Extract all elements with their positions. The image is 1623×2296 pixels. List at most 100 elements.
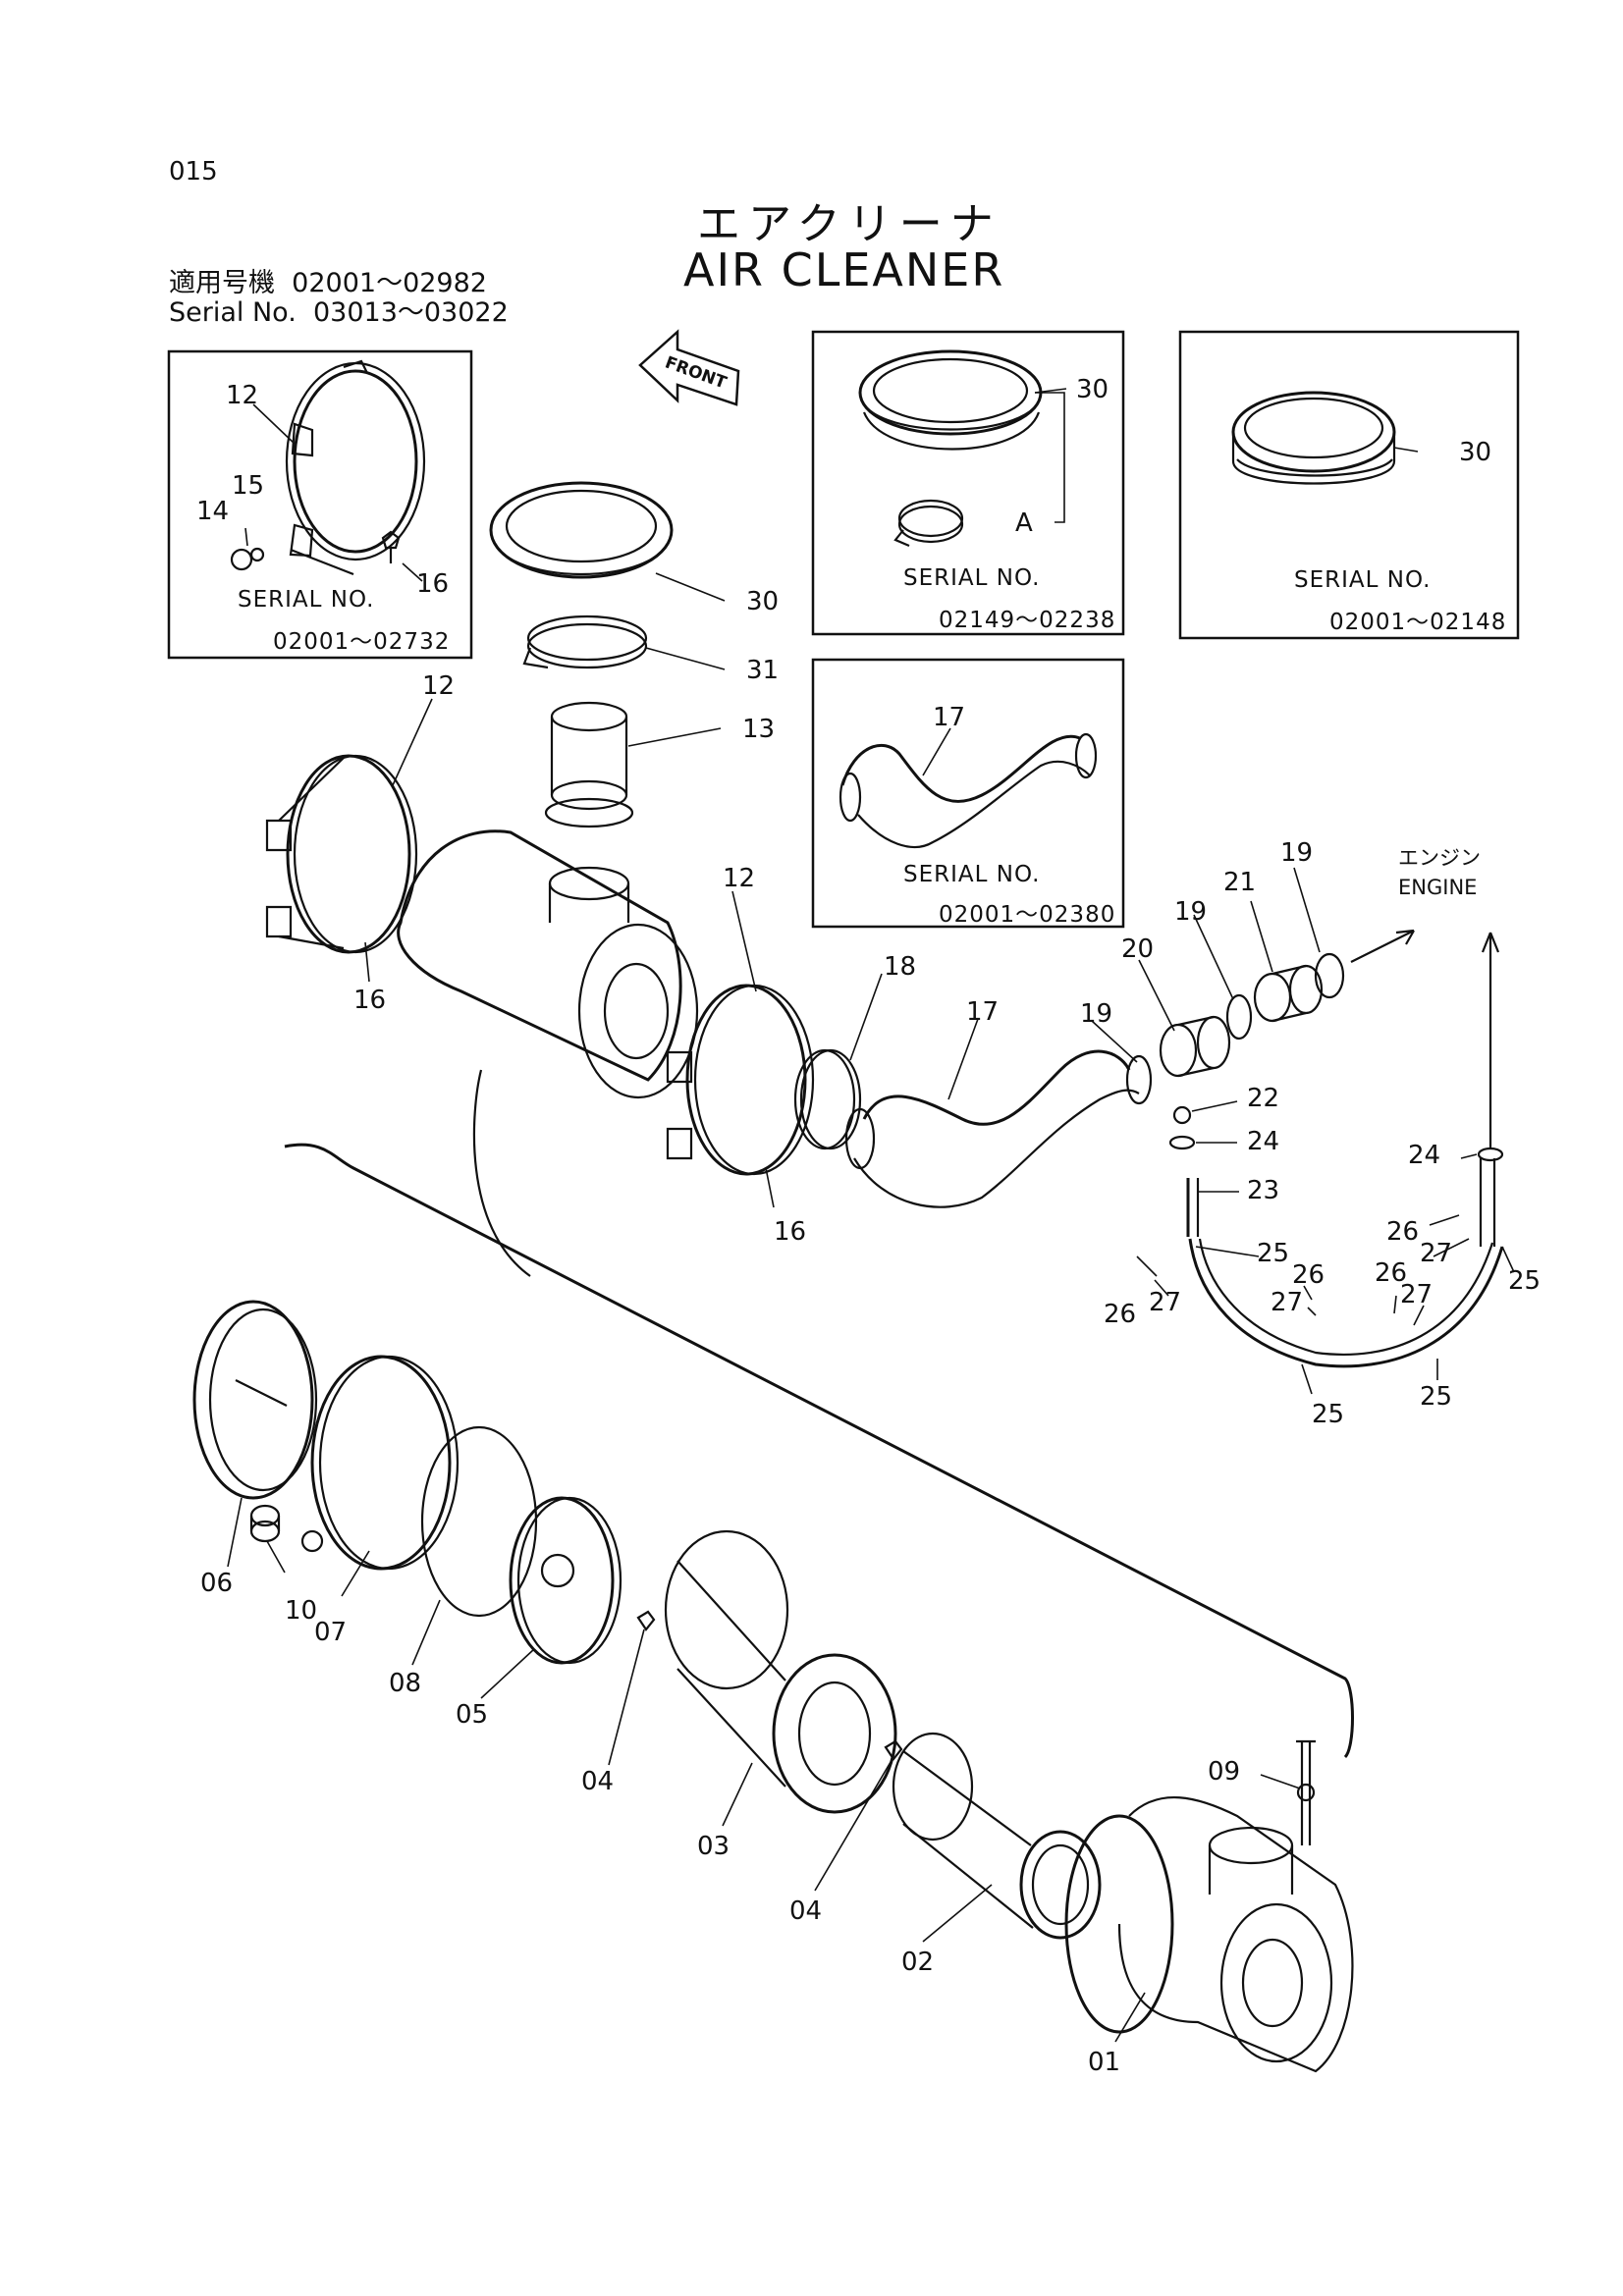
inset-box-3-serial-label: SERIAL NO.: [1294, 567, 1432, 593]
applicable-label-en: Serial No.: [169, 297, 297, 328]
part-label: 04: [789, 1896, 823, 1926]
part-label: 24: [1247, 1127, 1280, 1156]
hose-clamp-31: [524, 616, 646, 667]
mounting-band-12-left: [267, 756, 416, 952]
adapter-20: [1161, 1017, 1229, 1076]
part-label: 21: [1223, 868, 1257, 897]
engine-label-japanese: エンジン: [1398, 846, 1481, 870]
part-label: 19: [1174, 897, 1208, 927]
inset-box-2-serial-label: SERIAL NO.: [903, 565, 1041, 591]
intake-tube-13: [546, 703, 632, 827]
wing-nut-04-b: [886, 1741, 901, 1759]
part-label: 12: [422, 671, 456, 701]
part-label: 19: [1080, 999, 1113, 1029]
applicable-serial-line-1: 適用号機 02001～02982: [169, 261, 487, 299]
part-label: 30: [746, 587, 780, 616]
clamp-band-inset-icon: [287, 361, 424, 574]
housing-outline: [285, 1070, 1353, 1757]
part-label: 01: [1088, 2048, 1121, 2077]
clamp-19-a: [1127, 1056, 1151, 1103]
inset-box-3-serial-range: 02001～02148: [1329, 610, 1507, 635]
clamp-19-b: [1227, 995, 1251, 1039]
part-label: 27: [1149, 1288, 1182, 1317]
inset-box-1-frame: [169, 351, 471, 658]
cover-cap-icon: [1233, 393, 1394, 484]
inset-box-4-frame: [813, 660, 1123, 927]
part-label: 17: [933, 703, 966, 732]
part-label: 25: [1312, 1400, 1345, 1429]
part-label: 26: [1292, 1260, 1325, 1290]
inset-box-1-serial-range: 02001～02732: [273, 629, 451, 655]
baffle-05: [511, 1498, 621, 1663]
mounting-band-12-middle: [668, 986, 813, 1174]
element-inner-02: [893, 1734, 1100, 1938]
cover-cap-icon: [860, 351, 1041, 450]
part-label: 02: [901, 1948, 935, 1977]
inset-box-2-serial-range: 02149～02238: [939, 608, 1116, 633]
part-label: 03: [697, 1832, 730, 1861]
part-label: 07: [314, 1618, 348, 1647]
front-direction-arrow: [640, 332, 738, 404]
part-label: 30: [1076, 375, 1109, 404]
page-number: 015: [169, 157, 218, 187]
part-label: 12: [226, 381, 259, 410]
applicable-label-jp: 適用号機: [169, 268, 275, 298]
part-label: 09: [1208, 1757, 1241, 1787]
part-label: 08: [389, 1669, 422, 1698]
part-label: 10: [285, 1596, 318, 1626]
wing-nut-04-a: [638, 1612, 654, 1629]
part-label: 26: [1104, 1300, 1137, 1329]
part-label: 14: [196, 497, 230, 526]
inset-box-3-frame: [1180, 332, 1518, 638]
clamp-19-c: [1316, 954, 1343, 997]
cover-cap-main: [491, 483, 672, 577]
dust-indicator-09: [1296, 1741, 1316, 1845]
part-label: A: [1015, 508, 1033, 538]
hose-17: [846, 1051, 1139, 1207]
part-label: 27: [1271, 1288, 1304, 1317]
part-label: 30: [1459, 438, 1492, 467]
part-label: 05: [456, 1700, 489, 1730]
arrow-up-engine: [1483, 933, 1498, 1148]
inset-box-1-serial-label: SERIAL NO.: [238, 587, 375, 613]
part-label: 12: [723, 864, 756, 893]
part-label: 06: [200, 1569, 234, 1598]
title-japanese: エアクリーナ: [697, 199, 1001, 249]
indicator-tube-assembly: [1170, 1107, 1502, 1366]
hose-elbow-icon: [840, 734, 1096, 847]
element-outer-03: [666, 1531, 895, 1812]
part-label: 18: [884, 952, 917, 982]
inset-box-2-frame: [813, 332, 1123, 634]
clamp-band-07: [302, 1357, 458, 1569]
part-label: 15: [232, 471, 265, 501]
part-label: 04: [581, 1767, 615, 1796]
part-label: 22: [1247, 1084, 1280, 1113]
evacuator-valve-10: [251, 1506, 279, 1541]
part-label: 26: [1386, 1217, 1420, 1247]
sleeve-21: [1255, 966, 1322, 1021]
part-label: 19: [1280, 838, 1314, 868]
nut-washer-bolt-icon: [232, 532, 399, 569]
gasket-08: [422, 1427, 536, 1616]
part-label: 25: [1257, 1239, 1290, 1268]
part-label: 25: [1508, 1266, 1542, 1296]
applicable-serial-line-2: Serial No. 03013～03022: [169, 291, 509, 329]
title-english: AIR CLEANER: [683, 243, 1005, 296]
air-cleaner-housing-upper: [399, 831, 697, 1097]
part-label: 31: [746, 656, 780, 685]
part-label: 13: [742, 715, 776, 744]
part-label: 16: [774, 1217, 807, 1247]
part-label: 24: [1408, 1141, 1441, 1170]
leader-lines: [228, 389, 1514, 2042]
hose-clamp-icon: [895, 501, 962, 546]
part-label: 16: [353, 986, 387, 1015]
part-label: 16: [416, 569, 450, 599]
part-label: 20: [1121, 934, 1155, 964]
part-label: 27: [1420, 1239, 1453, 1268]
part-label: 25: [1420, 1382, 1453, 1412]
engine-label-english: ENGINE: [1398, 876, 1478, 899]
part-label: 23: [1247, 1176, 1280, 1205]
hose-clamp-18: [795, 1050, 860, 1148]
